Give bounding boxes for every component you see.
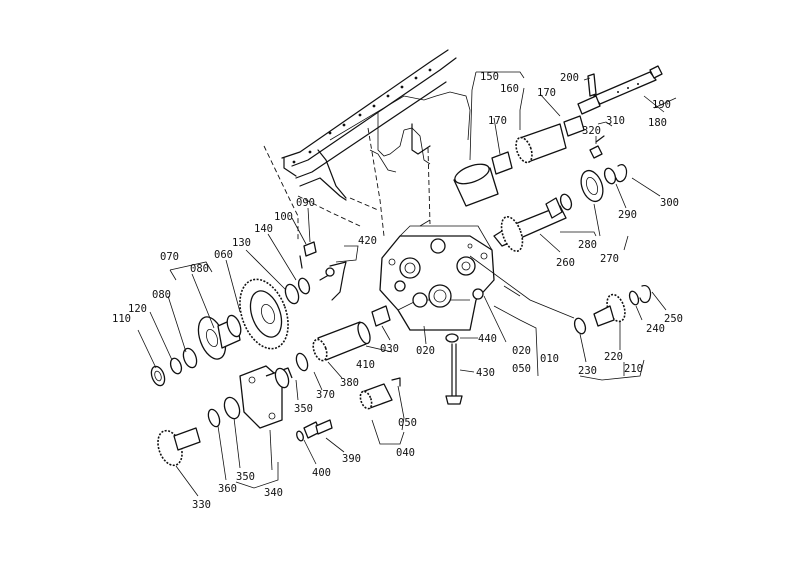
label-130: 130	[232, 237, 251, 249]
lever-420	[319, 261, 347, 301]
pin-200	[587, 73, 597, 97]
label-160: 160	[500, 83, 519, 95]
bearing-350-lower	[223, 396, 241, 420]
label-370: 370	[316, 389, 335, 401]
label-350-upper: 350	[294, 403, 313, 415]
label-260: 260	[556, 257, 575, 269]
label-290: 290	[618, 209, 637, 221]
label-040: 040	[396, 447, 415, 459]
part-labels: 150 160 170 170 200 190 180 310 320 300 …	[112, 71, 683, 511]
label-220: 220	[604, 351, 623, 363]
label-240: 240	[646, 323, 665, 335]
label-210: 210	[624, 363, 643, 375]
label-330: 330	[192, 499, 211, 511]
label-070: 070	[160, 251, 179, 263]
spacer-280-ring	[559, 193, 573, 211]
label-420: 420	[358, 235, 377, 247]
label-380: 380	[340, 377, 359, 389]
bearing-220	[593, 293, 626, 327]
label-270: 270	[600, 253, 619, 265]
label-140: 140	[254, 223, 273, 235]
label-030: 030	[380, 343, 399, 355]
washer-230	[573, 317, 587, 335]
gear-060	[239, 278, 289, 350]
label-400: 400	[312, 467, 331, 479]
sleeve-150	[453, 163, 499, 207]
label-430: 430	[476, 367, 495, 379]
label-170-upper: 170	[537, 87, 556, 99]
rod-180	[577, 71, 657, 115]
plug-040	[359, 383, 393, 410]
washer-360	[207, 408, 221, 428]
bolt-090-100	[299, 241, 317, 269]
pin-190	[649, 65, 663, 79]
label-350-lower: 350	[236, 471, 255, 483]
label-310: 310	[606, 115, 625, 127]
bolt-430	[445, 343, 463, 405]
washer-290	[603, 167, 617, 185]
washer-440	[445, 333, 459, 343]
gear-case-housing	[379, 225, 495, 331]
label-190: 190	[652, 99, 671, 111]
bearing-380	[312, 338, 328, 362]
washer-120	[169, 357, 183, 375]
bearing-080-lower	[182, 347, 198, 369]
nut-110	[150, 365, 166, 387]
label-180: 180	[648, 117, 667, 129]
label-080-upper: 080	[190, 263, 209, 275]
circlip-250	[639, 285, 652, 304]
label-020-right: 020	[512, 345, 531, 357]
gear-shaft-160	[515, 123, 567, 164]
label-170-lower: 170	[488, 115, 507, 127]
label-100: 100	[274, 211, 293, 223]
circlip-140	[297, 277, 311, 295]
label-300: 300	[660, 197, 679, 209]
label-340: 340	[264, 487, 283, 499]
spacer-030	[371, 305, 391, 327]
label-320: 320	[582, 125, 601, 137]
bearing-280	[580, 169, 604, 203]
label-250: 250	[664, 313, 683, 325]
gear-shaft-260	[493, 197, 567, 252]
washer-240	[628, 290, 640, 306]
leader-lines	[137, 71, 677, 497]
bushing-170-lower	[491, 151, 513, 175]
bearing-350-upper	[274, 367, 290, 389]
bearing-080-upper	[226, 314, 242, 338]
label-390: 390	[342, 453, 361, 465]
label-080-lower: 080	[152, 289, 171, 301]
label-150: 150	[480, 71, 499, 83]
label-110: 110	[112, 313, 131, 325]
bushing-170-upper	[563, 115, 585, 137]
label-200: 200	[560, 72, 579, 84]
bolt-310-320	[589, 135, 605, 159]
circlip-300	[615, 164, 628, 183]
label-050-lower: 050	[398, 417, 417, 429]
washer-370	[295, 352, 309, 372]
bolt-390-400	[296, 419, 333, 442]
label-010: 010	[540, 353, 559, 365]
label-410: 410	[356, 359, 375, 371]
washer-130	[284, 283, 300, 305]
gear-330	[157, 427, 201, 467]
frame-dots	[292, 68, 432, 164]
engine-frame-outline	[263, 49, 471, 240]
label-440: 440	[478, 333, 497, 345]
label-120: 120	[128, 303, 147, 315]
pin-050	[391, 377, 401, 387]
label-050-right: 050	[512, 363, 531, 375]
label-090: 090	[296, 197, 315, 209]
label-360: 360	[218, 483, 237, 495]
label-280: 280	[578, 239, 597, 251]
label-020-center: 020	[416, 345, 435, 357]
label-060: 060	[214, 249, 233, 261]
cover-340	[239, 365, 293, 429]
label-230: 230	[578, 365, 597, 377]
